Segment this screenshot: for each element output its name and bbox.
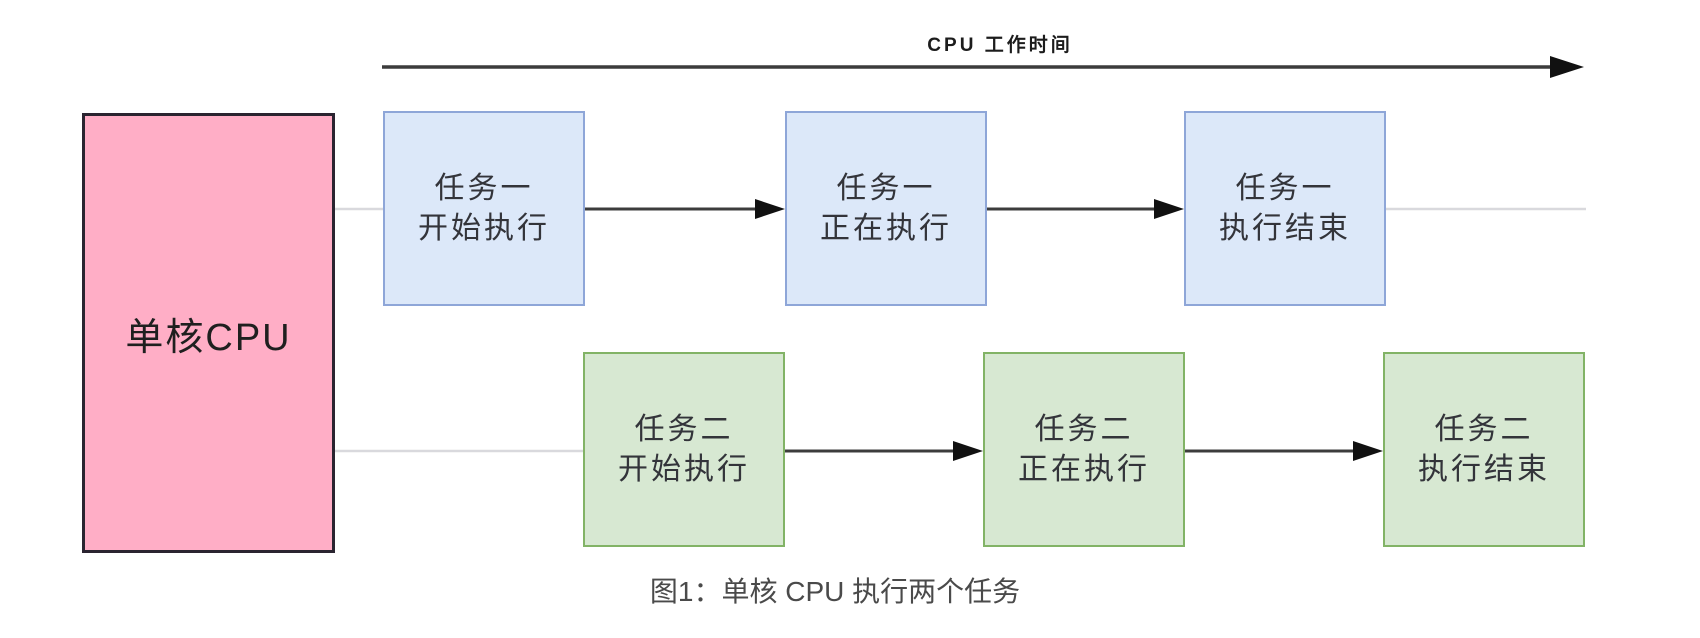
- task1-step1-label-line2: 开始执行: [418, 211, 550, 245]
- task1-step2-label-line1: 任务一: [836, 171, 936, 205]
- task1-step2-to-step3-arrowhead-icon: [1154, 199, 1184, 219]
- task2-step1-label-line1: 任务二: [634, 412, 734, 446]
- cpu-time-axis-arrowhead-icon: [1550, 56, 1584, 78]
- figure-caption: 图1：单核 CPU 执行两个任务: [649, 576, 1021, 607]
- task2-step3-node: 任务二 执行结束: [1383, 352, 1585, 547]
- cpu-node-label: 单核CPU: [125, 316, 292, 359]
- task1-step2-label-line2: 正在执行: [820, 211, 952, 245]
- task1-step3-label-line1: 任务一: [1235, 171, 1335, 205]
- task2-step2-to-step3-arrowhead-icon: [1353, 441, 1383, 461]
- cpu-time-axis-label: CPU 工作时间: [927, 35, 1073, 56]
- task2-step3-label-line1: 任务二: [1434, 412, 1534, 446]
- task2-step2-node: 任务二 正在执行: [983, 352, 1185, 547]
- task1-step2-node: 任务一 正在执行: [785, 111, 987, 306]
- task1-step3-node: 任务一 执行结束: [1184, 111, 1386, 306]
- task1-step3-label-line2: 执行结束: [1219, 211, 1351, 245]
- task2-step3-label-line2: 执行结束: [1418, 452, 1550, 486]
- task2-step1-to-step2-arrowhead-icon: [953, 441, 983, 461]
- task2-step2-label-line2: 正在执行: [1018, 452, 1150, 486]
- task1-step1-label-line1: 任务一: [434, 171, 534, 205]
- task2-step1-label-line2: 开始执行: [618, 452, 750, 486]
- task2-step2-label-line1: 任务二: [1034, 412, 1134, 446]
- task2-step1-node: 任务二 开始执行: [583, 352, 785, 547]
- task1-step1-to-step2-arrowhead-icon: [755, 199, 785, 219]
- cpu-node: 单核CPU: [82, 113, 335, 553]
- task1-step1-node: 任务一 开始执行: [383, 111, 585, 306]
